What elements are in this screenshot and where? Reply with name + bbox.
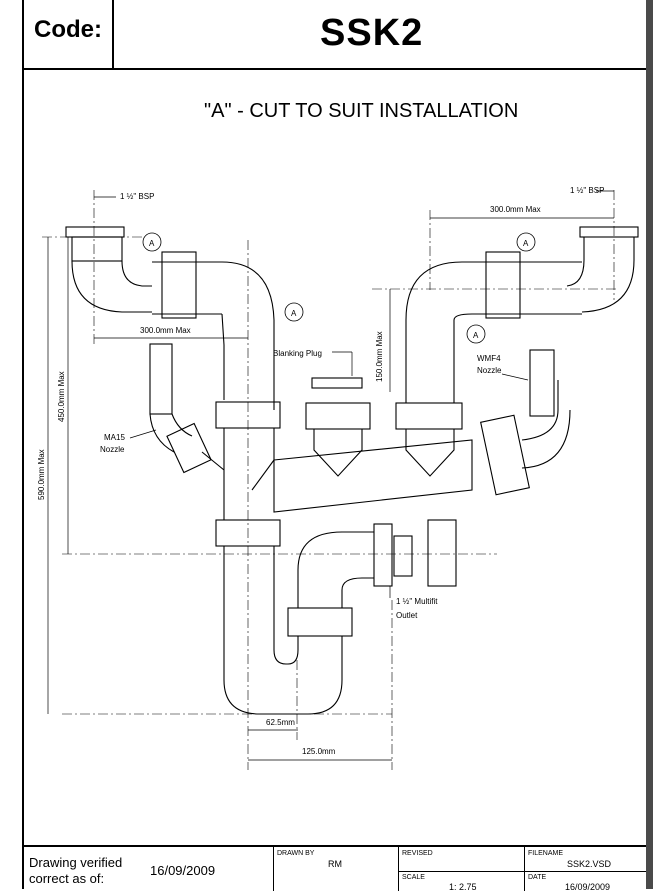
section-markers	[142, 232, 536, 344]
verified-date: 16/09/2009	[150, 863, 216, 878]
filename-value: SSK2.VSD	[567, 859, 612, 869]
drawing-title: "A" - CUT TO SUIT INSTALLATION	[204, 100, 519, 122]
blanking-plug-label: Blanking Plug	[273, 349, 322, 358]
dimension-lines	[47, 190, 614, 761]
manifold-left	[251, 459, 275, 491]
outlet-thread	[373, 523, 393, 587]
outlet-sleeve	[393, 535, 413, 577]
verified-line2: correct as of:	[29, 871, 105, 886]
ma15-elbow	[149, 413, 193, 453]
left-arm-nut	[161, 251, 197, 319]
wmf4-nozzle-label: Nozzle	[477, 366, 502, 375]
header: Code: SSK2	[24, 0, 653, 70]
bsp-right-label: 1 ½" BSP	[570, 186, 604, 195]
wmf4-nut	[480, 414, 530, 496]
scale-value: 1: 2.75	[449, 882, 477, 892]
manifold	[273, 439, 473, 513]
verified-text: Drawing verified correct as of:	[29, 855, 122, 887]
code-value: SSK2	[320, 12, 424, 54]
left-bend	[71, 260, 152, 313]
pipework	[65, 226, 639, 715]
right-standpipe	[405, 350, 455, 403]
dim-150: 150.0mm Max	[375, 331, 384, 382]
title-block: Drawing verified correct as of: 16/09/20…	[24, 845, 653, 892]
centre-inlet-nut	[305, 402, 371, 430]
left-standpipe	[223, 428, 275, 520]
dim-300-right: 300.0mm Max	[490, 205, 541, 214]
right-connector	[566, 236, 635, 313]
left-arm	[152, 261, 222, 315]
drawn-by-label: DRAWN BY	[277, 850, 315, 857]
revised-cell: REVISED SCALE 1: 2.75	[398, 847, 525, 892]
marker-a-3	[516, 232, 536, 252]
plumbing-drawing: A A A A 1 ½" BSP 1 ½" BSP 300.0mm Max 30…	[37, 186, 639, 770]
dim-590: 590.0mm Max	[37, 449, 46, 500]
code-label: Code:	[34, 16, 102, 43]
trap-inner	[273, 546, 299, 665]
marker-a-label: A	[149, 239, 155, 248]
date-value: 16/09/2009	[565, 882, 611, 892]
filename-label: FILENAME	[528, 850, 564, 857]
dim-62: 62.5mm	[266, 718, 295, 727]
outlet-bend	[297, 531, 374, 608]
dim-450: 450.0mm Max	[57, 371, 66, 422]
centre-lines	[42, 190, 617, 770]
drawing-sheet: Code: SSK2 "A" - CUT TO SUIT INSTALLATIO…	[22, 0, 653, 892]
verified-line1: Drawing verified	[29, 855, 123, 870]
blanking-plug	[311, 377, 363, 389]
revised-label: REVISED	[402, 850, 433, 857]
centre-funnel	[313, 429, 363, 477]
outlet-nut	[427, 519, 457, 587]
ma15-label: MA15	[104, 433, 125, 442]
marker-a-4	[466, 324, 486, 344]
scale-label: SCALE	[402, 874, 425, 881]
right-arm-nut	[485, 251, 521, 319]
outlet-label: Outlet	[396, 611, 418, 620]
dim-125: 125.0mm	[302, 747, 336, 756]
wmf4-label: WMF4	[477, 354, 501, 363]
date-label: DATE	[528, 874, 547, 881]
bsp-left-label: 1 ½" BSP	[120, 192, 154, 201]
ma15-nozzle-label: Nozzle	[100, 445, 125, 454]
left-inlet-nut	[215, 401, 281, 429]
wmf4-elbow	[521, 380, 571, 469]
ma15-nozzle	[149, 343, 173, 415]
marker-a-label: A	[291, 309, 297, 318]
wmf4-nozzle	[529, 349, 555, 417]
marker-a-2	[284, 302, 304, 322]
right-bend	[405, 261, 522, 350]
right-inlet-nut	[395, 402, 463, 430]
trap-lower-nut	[287, 607, 353, 637]
marker-a-label: A	[523, 239, 529, 248]
trap-outer	[223, 546, 343, 715]
left-connector-nut	[65, 226, 125, 238]
right-arm	[522, 261, 582, 315]
code-box: Code:	[24, 0, 114, 68]
window-edge	[646, 0, 653, 889]
right-funnel	[405, 429, 455, 477]
trap-upper-nut	[215, 519, 281, 547]
marker-a-label: A	[473, 331, 479, 340]
right-connector-nut	[579, 226, 639, 238]
marker-a-1	[142, 232, 162, 252]
dim-300-left: 300.0mm Max	[140, 326, 191, 335]
ma15-nut	[166, 422, 212, 474]
left-down-bend	[221, 261, 275, 410]
ma15-joint	[201, 451, 225, 471]
drawn-by-value: RM	[328, 859, 342, 869]
left-connector-body	[71, 236, 123, 262]
filename-cell: FILENAME SSK2.VSD DATE 16/09/2009	[524, 847, 653, 892]
drawn-by-cell: DRAWN BY RM	[273, 847, 398, 891]
multifit-label: 1 ½" Multifit	[396, 597, 438, 606]
